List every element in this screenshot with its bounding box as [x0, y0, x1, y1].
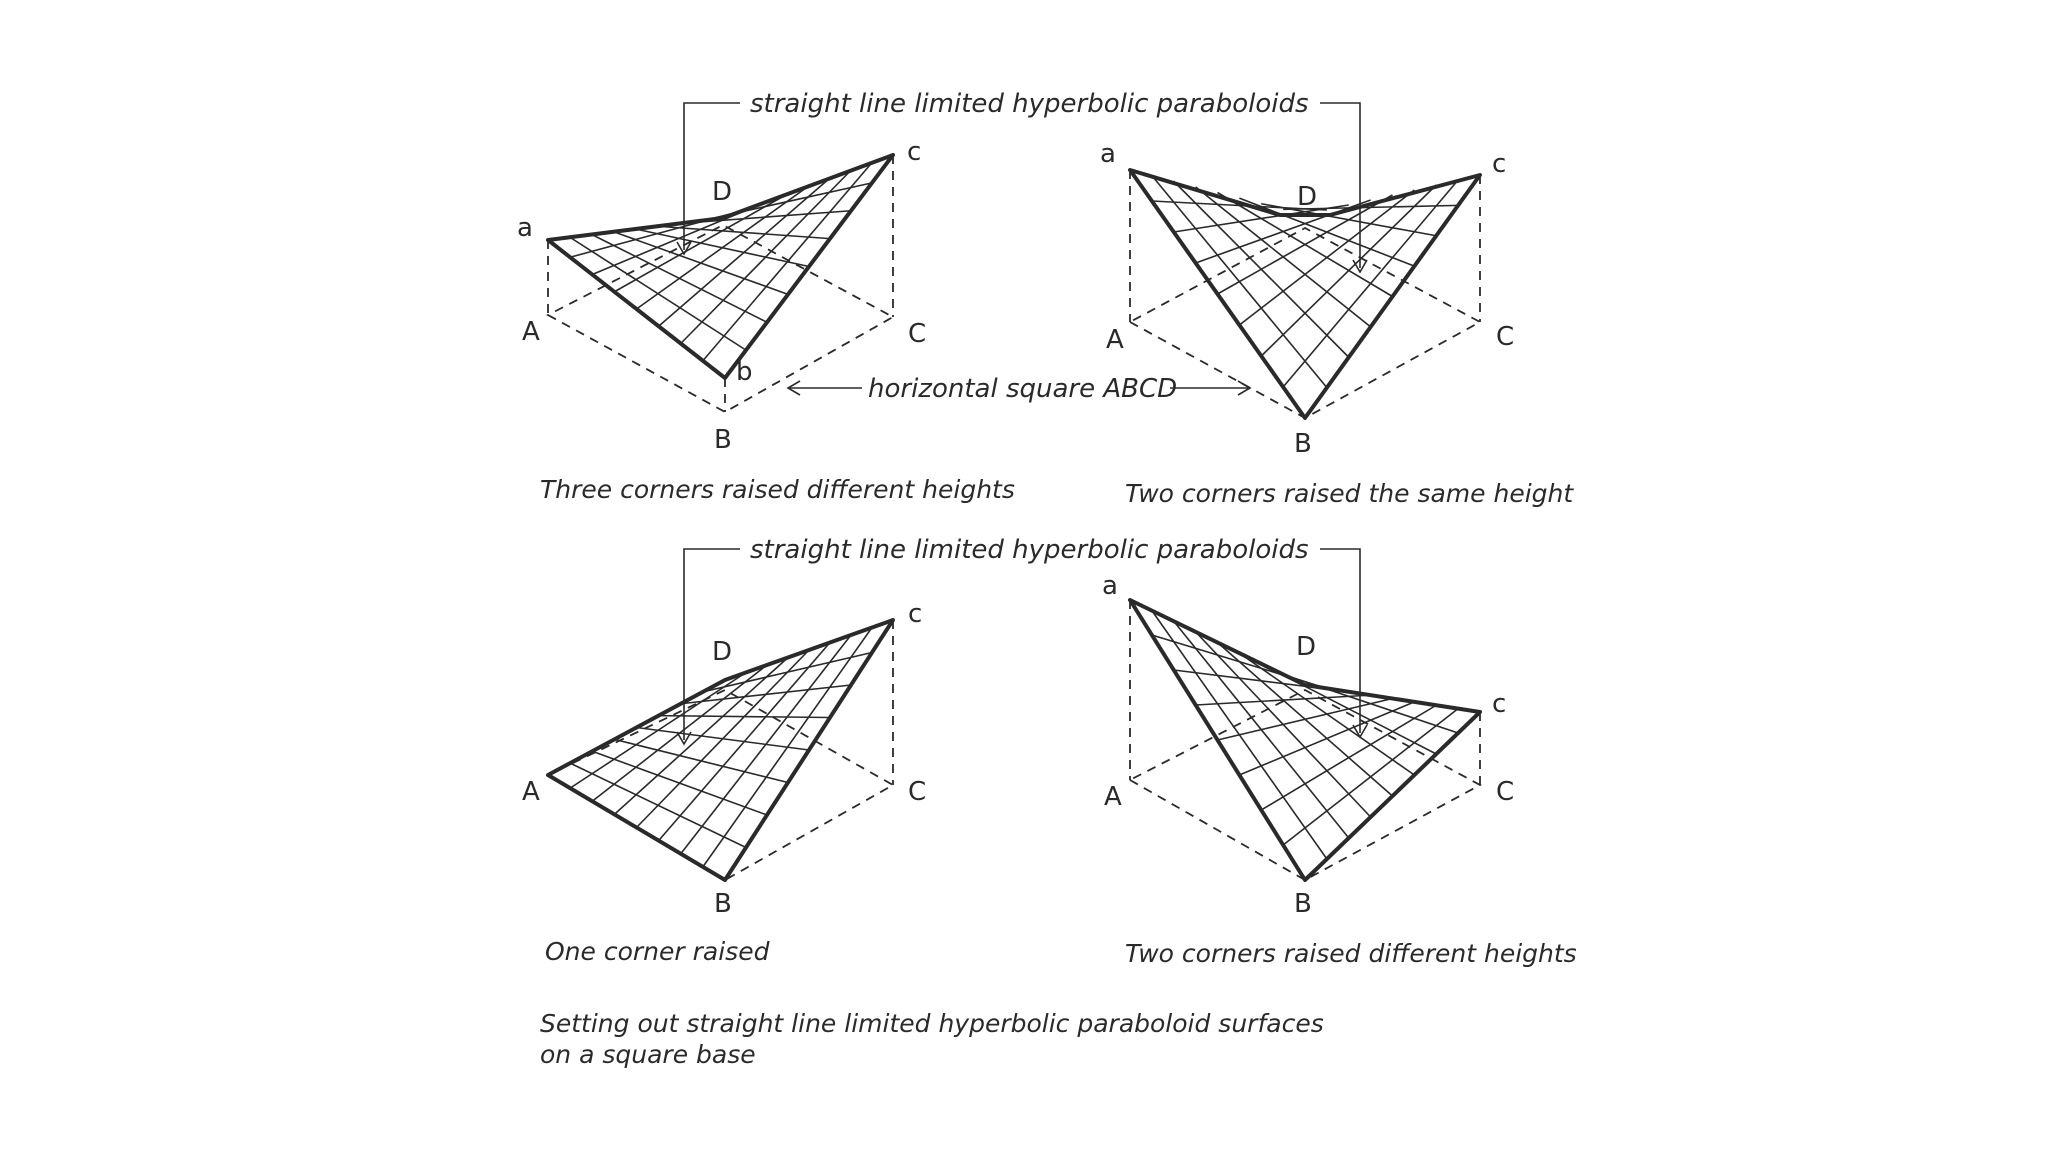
ruling-line-v	[1239, 701, 1415, 776]
base-square	[1128, 226, 1482, 420]
ruling-line-v	[1217, 697, 1393, 741]
ruling-line-v	[702, 162, 873, 362]
bottom-leader-arrow-left	[676, 731, 692, 746]
corner-label-B: B	[1294, 889, 1312, 919]
corner-label-a: a	[1100, 139, 1116, 169]
corner-label-D: D	[1296, 632, 1316, 662]
top-annotation-text: straight line limited hyperbolic parabol…	[750, 89, 1309, 119]
top-leader-arrow-left	[676, 241, 692, 256]
corner-label-D: D	[712, 177, 732, 207]
corner-label-A: A	[1104, 782, 1122, 812]
ruling-line-u	[702, 651, 873, 693]
surface-outline	[1128, 598, 1482, 882]
corner-label-c: c	[908, 599, 922, 629]
ruling-line-u	[1239, 197, 1415, 267]
ruling-line-v	[635, 649, 810, 829]
corner-label-C: C	[1496, 322, 1514, 352]
ruling-line-v	[658, 641, 831, 842]
middle-annotation: horizontal square ABCD	[786, 374, 1252, 404]
corner-label-b: b	[736, 357, 753, 387]
figure-three-corners-raised: a D c b A B C	[517, 137, 926, 455]
top-leader-arrow-right	[1352, 259, 1368, 274]
footer-caption-line2: on a square base	[540, 1040, 756, 1069]
corner-label-c: c	[1492, 149, 1506, 179]
corner-label-C: C	[1496, 777, 1514, 807]
caption-one-corner: One corner raised	[545, 937, 770, 966]
corner-label-B: B	[714, 425, 732, 455]
ruling-line-u	[1283, 204, 1459, 211]
corner-label-D: D	[712, 637, 732, 667]
middle-arrow-left	[786, 380, 801, 396]
ruling-line-u	[658, 714, 831, 719]
ruling-line-v	[1217, 194, 1393, 295]
figure-two-corners-same-height: a D c A B C	[1100, 139, 1514, 459]
caption-two-corners-same: Two corners raised the same height	[1125, 479, 1574, 508]
ruling-line-v	[1282, 179, 1459, 388]
caption-two-corners-different: Two corners raised different heights	[1125, 939, 1577, 968]
ruling-line-u	[1238, 652, 1415, 776]
corner-label-A: A	[1106, 325, 1124, 355]
ruling-line-v	[1260, 704, 1437, 811]
corner-label-B: B	[714, 889, 732, 919]
corner-label-c: c	[907, 137, 921, 167]
middle-arrow-right	[1237, 380, 1252, 396]
ruling-line-v	[680, 634, 852, 855]
surface-outline	[546, 618, 895, 882]
ruling-line-v	[1260, 184, 1437, 357]
surface-outline	[546, 153, 895, 380]
ruling-line-u	[657, 225, 831, 240]
corner-label-A: A	[522, 777, 540, 807]
corner-label-a: a	[1102, 571, 1118, 601]
base-square	[546, 223, 895, 414]
bottom-leader-left	[683, 548, 740, 740]
figure-one-corner-raised: D c A B C	[522, 599, 926, 919]
corner-label-A: A	[522, 317, 540, 347]
ruling-line-v	[1282, 707, 1459, 846]
bottom-annotation-text: straight line limited hyperbolic parabol…	[750, 535, 1309, 565]
top-annotation: straight line limited hyperbolic parabol…	[676, 89, 1368, 274]
middle-annotation-text: horizontal square ABCD	[868, 374, 1177, 404]
bottom-leader-right	[1320, 548, 1361, 733]
figure-two-corners-different-heights: a D c A B C	[1102, 571, 1514, 919]
ruling-line-v	[658, 178, 830, 327]
ruling-line-v	[680, 170, 852, 345]
corner-label-a: a	[517, 213, 533, 243]
top-leader-left	[683, 102, 740, 250]
corner-label-B: B	[1294, 429, 1312, 459]
corner-label-C: C	[908, 777, 926, 807]
caption-three-corners: Three corners raised different heights	[540, 475, 1015, 504]
bottom-leader-arrow-right	[1352, 724, 1368, 739]
surface-outline	[1128, 168, 1482, 420]
corner-label-c: c	[1492, 689, 1506, 719]
ruling-line-v	[702, 627, 873, 868]
corner-label-D: D	[1297, 182, 1317, 212]
ruling-line-u	[680, 684, 852, 705]
ruling-line-v	[1238, 189, 1415, 326]
ruling-line-v	[636, 185, 809, 310]
footer-caption-line1: Setting out straight line limited hyperb…	[540, 1009, 1324, 1038]
top-leader-right	[1320, 102, 1361, 268]
base-square	[546, 688, 895, 882]
bottom-annotation: straight line limited hyperbolic parabol…	[676, 535, 1368, 746]
corner-label-C: C	[908, 319, 926, 349]
surface-grid	[569, 627, 873, 868]
